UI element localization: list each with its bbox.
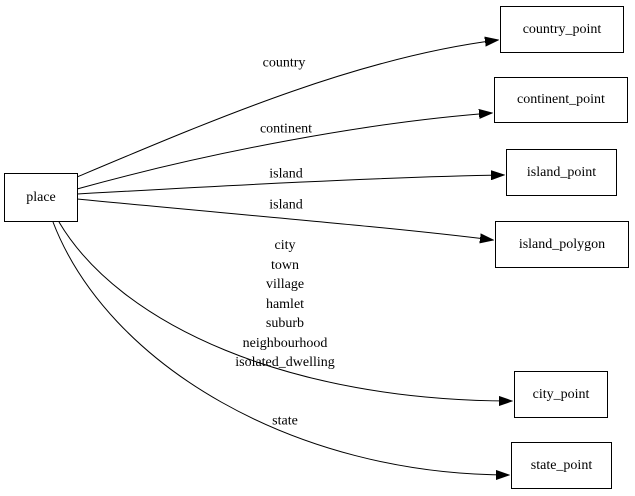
- node-label: state_point: [530, 457, 593, 473]
- node-label: place: [26, 189, 56, 205]
- node-state_point: state_point: [511, 442, 612, 489]
- node-label: island_point: [526, 164, 597, 180]
- edge-label-place-continent_point: continent: [259, 121, 313, 137]
- edge-place-state_point: [52, 221, 509, 475]
- edge-label-place-city_point: city town village hamlet suburb neighbou…: [235, 237, 335, 370]
- edges-group: [52, 40, 512, 475]
- node-island_polygon: island_polygon: [495, 221, 629, 268]
- node-label: island_polygon: [518, 236, 606, 252]
- edge-label-place-island_point: island: [269, 166, 303, 182]
- node-label: city_point: [532, 386, 590, 402]
- edge-place-country_point: [76, 40, 498, 178]
- edge-place-island_point: [76, 175, 504, 195]
- edge-label-place-country_point: country: [262, 55, 306, 71]
- edge-label-place-state_point: state: [272, 413, 298, 429]
- node-continent_point: continent_point: [494, 77, 628, 123]
- node-label: continent_point: [517, 92, 605, 107]
- node-island_point: island_point: [506, 149, 617, 196]
- edge-label-place-island_polygon: island: [269, 197, 303, 213]
- node-label: country_point: [522, 21, 602, 37]
- node-city_point: city_point: [514, 371, 608, 418]
- edge-place-continent_point: [76, 113, 492, 190]
- node-country_point: country_point: [500, 6, 624, 53]
- edge-place-island_polygon: [76, 198, 493, 240]
- edge-place-city_point: [58, 221, 512, 401]
- node-place: place: [4, 173, 78, 222]
